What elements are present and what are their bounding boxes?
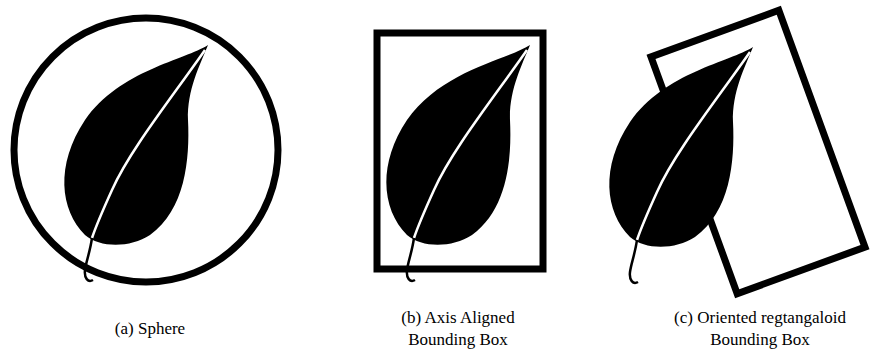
figure-caption: (b) Axis Aligned Bounding Box (378, 307, 538, 351)
figure-caption: (c) Oriented regtangaloid Bounding Box (658, 307, 863, 351)
bounding-sphere (14, 18, 278, 282)
figure-caption: (a) Sphere (70, 318, 230, 340)
leaf (64, 45, 208, 281)
leaf (609, 47, 753, 283)
leaf (386, 45, 530, 281)
